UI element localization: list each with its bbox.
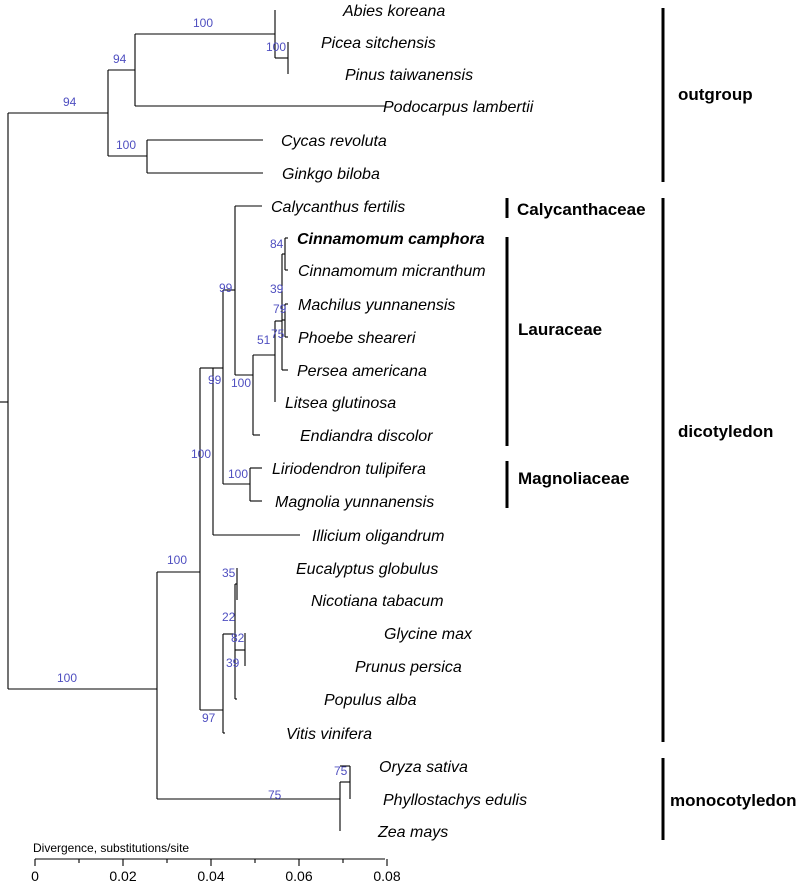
taxon-label: Eucalyptus globulus: [296, 561, 438, 578]
family-label-calycanthaceae: Calycanthaceae: [517, 200, 646, 219]
support-value: 35: [222, 566, 236, 580]
taxon-label: Phoebe sheareri: [298, 330, 416, 347]
taxon-label: Nicotiana tabacum: [311, 593, 444, 610]
support-value: 100: [231, 376, 251, 390]
taxon-label: Litsea glutinosa: [285, 395, 396, 412]
tree-branches: [0, 10, 385, 831]
taxon-label: Prunus persica: [355, 659, 462, 676]
support-value: 97: [202, 711, 216, 725]
taxon-label: Abies koreana: [342, 3, 445, 20]
support-values: 1001009494100843979755110099991001003582…: [57, 16, 348, 802]
taxon-label: Phyllostachys edulis: [383, 792, 527, 809]
support-value: 39: [226, 656, 240, 670]
scale-tick-label: 0.06: [285, 868, 312, 882]
taxon-label: Ginkgo biloba: [282, 166, 380, 183]
support-value: 75: [268, 788, 282, 802]
taxon-label: Cinnamomum micranthum: [298, 263, 486, 280]
taxon-label: Populus alba: [324, 692, 417, 709]
support-value: 100: [116, 138, 136, 152]
group-brackets: [505, 8, 665, 840]
taxon-label: Cinnamomum camphora: [297, 231, 485, 248]
support-value: 100: [57, 671, 77, 685]
support-value: 51: [257, 333, 271, 347]
taxon-label: Machilus yunnanensis: [298, 297, 455, 314]
taxon-label: Pinus taiwanensis: [345, 67, 473, 84]
support-value: 100: [167, 553, 187, 567]
scale-ticks: 0 0.02 0.04 0.06 0.08: [31, 859, 401, 882]
scale-tick-label: 0.02: [109, 868, 136, 882]
support-value: 75: [334, 764, 348, 778]
scale-title: Divergence, substitutions/site: [33, 841, 189, 855]
taxon-label: Vitis vinifera: [286, 726, 372, 743]
group-label-monocotyledon: monocotyledon: [670, 791, 797, 810]
group-label-outgroup: outgroup: [678, 85, 753, 104]
support-value: 99: [208, 373, 222, 387]
support-value: 100: [193, 16, 213, 30]
support-value: 100: [228, 467, 248, 481]
taxon-label: Cycas revoluta: [281, 133, 387, 150]
support-value: 100: [266, 40, 286, 54]
taxon-label: Endiandra discolor: [300, 428, 433, 445]
support-value: 100: [191, 447, 211, 461]
divergence-scale: Divergence, substitutions/site 0 0.02 0.04…: [31, 841, 401, 882]
support-value: 22: [222, 610, 236, 624]
scale-tick-label: 0.04: [197, 868, 224, 882]
support-value: 94: [113, 52, 127, 66]
support-value: 82: [231, 631, 245, 645]
taxon-label: Podocarpus lambertii: [383, 99, 534, 116]
support-value: 79: [273, 302, 287, 316]
group-label-dicotyledon: dicotyledon: [678, 422, 773, 441]
taxon-label: Persea americana: [297, 363, 427, 380]
scale-tick-label: 0: [31, 868, 39, 882]
taxon-label: Illicium oligandrum: [312, 528, 445, 545]
support-value: 99: [219, 281, 233, 295]
taxon-label: Oryza sativa: [379, 759, 468, 776]
family-label-magnoliaceae: Magnoliaceae: [518, 469, 630, 488]
support-value: 84: [270, 237, 284, 251]
taxon-label: Zea mays: [377, 824, 448, 841]
scale-tick-label: 0.08: [373, 868, 400, 882]
taxon-label: Liriodendron tulipifera: [272, 461, 426, 478]
support-value: 94: [63, 95, 77, 109]
taxon-label: Picea sitchensis: [321, 35, 436, 52]
taxon-label: Calycanthus fertilis: [271, 199, 405, 216]
support-value: 75: [271, 327, 285, 341]
group-labels: outgroup dicotyledon monocotyledon Calyc…: [517, 85, 797, 810]
family-label-lauraceae: Lauraceae: [518, 320, 602, 339]
taxon-label: Glycine max: [384, 626, 473, 643]
support-value: 39: [270, 282, 284, 296]
taxon-label: Magnolia yunnanensis: [275, 494, 434, 511]
